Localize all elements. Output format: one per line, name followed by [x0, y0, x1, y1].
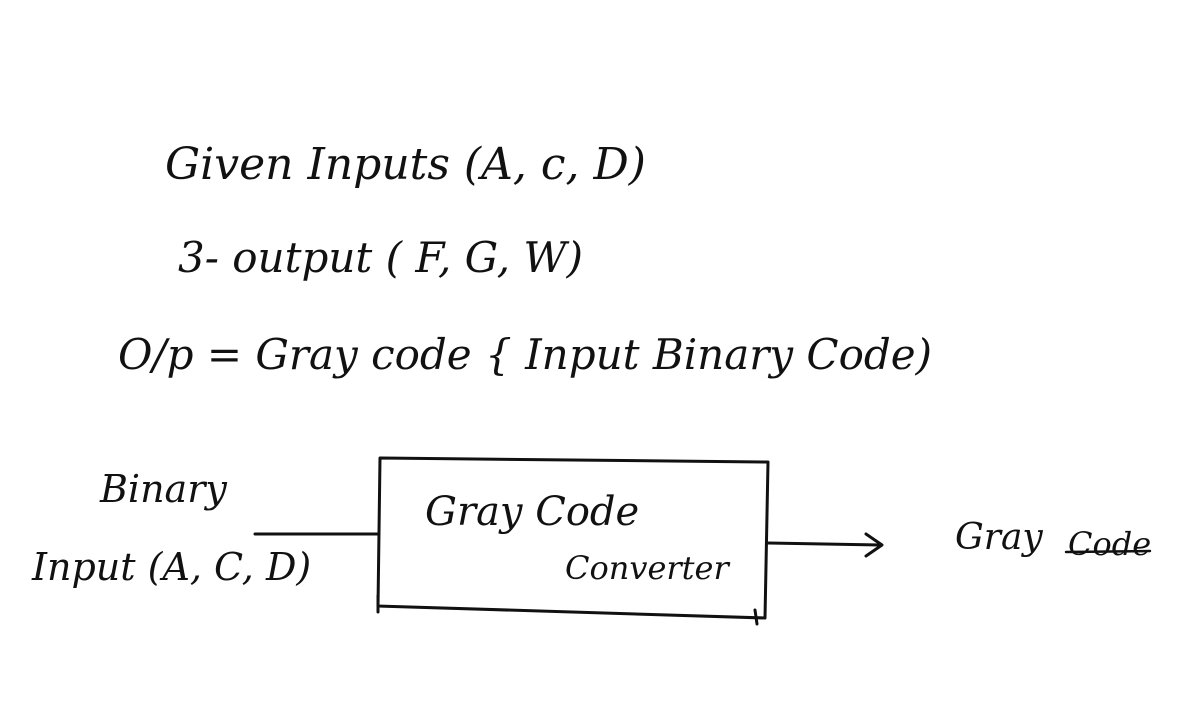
output-arrow-head [864, 532, 884, 558]
output-label-gray: Gray [955, 517, 1043, 558]
converter-title: Gray Code [425, 489, 640, 535]
converter-subtitle: Converter [565, 549, 729, 587]
block-corner-tick [753, 608, 759, 626]
input-label-binary: Binary [100, 467, 227, 511]
output-arrow-line [766, 541, 882, 547]
converter-block [376, 456, 770, 620]
outputs-text: 3- output ( F, G, W) [178, 233, 583, 282]
given-inputs-text: Given Inputs (A, c, D) [165, 139, 646, 190]
output-code-underline [1064, 549, 1152, 554]
input-label-variables: Input (A, C, D) [32, 545, 312, 589]
output-label-code: Code [1068, 525, 1152, 563]
relation-text: O/p = Gray code { Input Binary Code) [118, 330, 932, 379]
